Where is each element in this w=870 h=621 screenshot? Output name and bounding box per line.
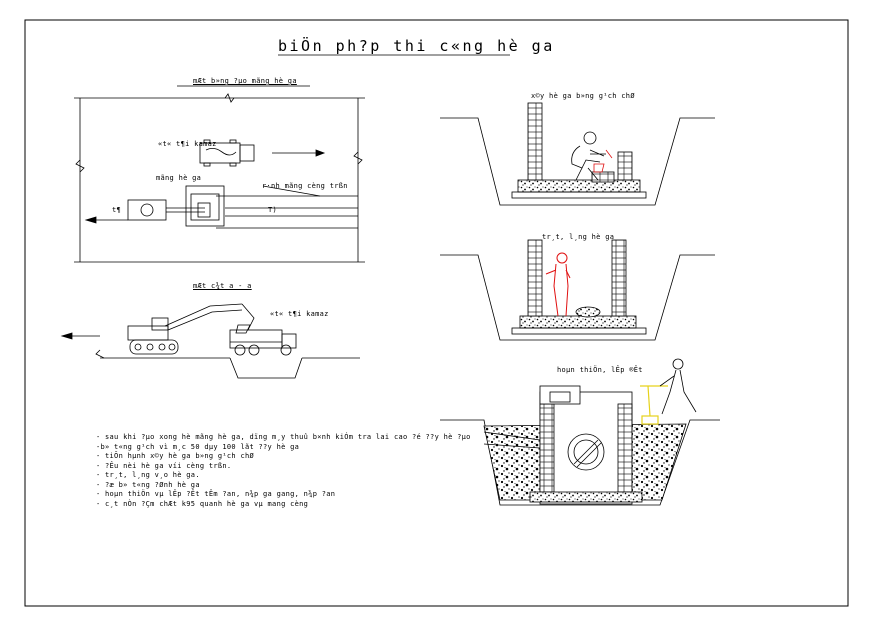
section-truck-label: «t« t¶i kamaz [270,310,329,318]
note-line: - tr¸t, l¸ng v¸o hè ga. [96,471,200,479]
plan-trench-label: r·nh mãng cèng trßn [262,182,348,190]
note-line: -b» t«ng g¹ch vì m¸c 50 dµy 100 lãt ??y … [96,442,300,451]
plan-view-label: mÆt b»ng ?µo mãng hè ga [193,77,297,85]
plan-view [74,85,365,263]
note-line: - sau khi ?µo xong hè mãng hè ga, dïng m… [96,433,471,441]
note-line: - c¸t nÒn ?Çm chÆt k95 quanh hè ga vµ ma… [96,499,309,508]
plan-pipe-tag: T) [268,206,278,214]
plan-truck-label: «t« t¶i kamaz [158,140,217,148]
step1-diagram [440,102,715,206]
sheet-border [24,19,849,607]
note-line: - hoµn thiÖn vµ lÊp ?Êt tÊm ?an, n¾p ga … [96,490,336,498]
drawing-title: biÖn ph?p thi c«ng hè ga [278,37,555,55]
note-line: - ?Êu nèi hè ga víi cèng trßn. [96,461,232,470]
section-label: mÆt c¾t a - a [193,282,252,290]
step1-label: x©y hè ga b»ng g¹ch chØ [531,92,635,100]
step2-diagram [440,239,715,341]
step3-label: hoµn thiÖn, lÊp ®Êt [557,366,643,374]
section-a-a [60,303,360,379]
note-line: - tiÕn hµnh x©y hè ga b»ng g¹ch chØ [96,452,255,460]
step2-label: tr¸t, l¸ng hè ga [542,233,615,241]
plan-pit-label: mãng hè ga [156,174,202,182]
note-line: - ?æ b» t«ng ?Ønh hè ga [96,480,200,489]
step3-diagram [440,358,720,506]
plan-truck-tag: t¶ [112,206,122,214]
construction-notes: - sau khi ?µo xong hè mãng hè ga, dïng m… [96,433,471,509]
